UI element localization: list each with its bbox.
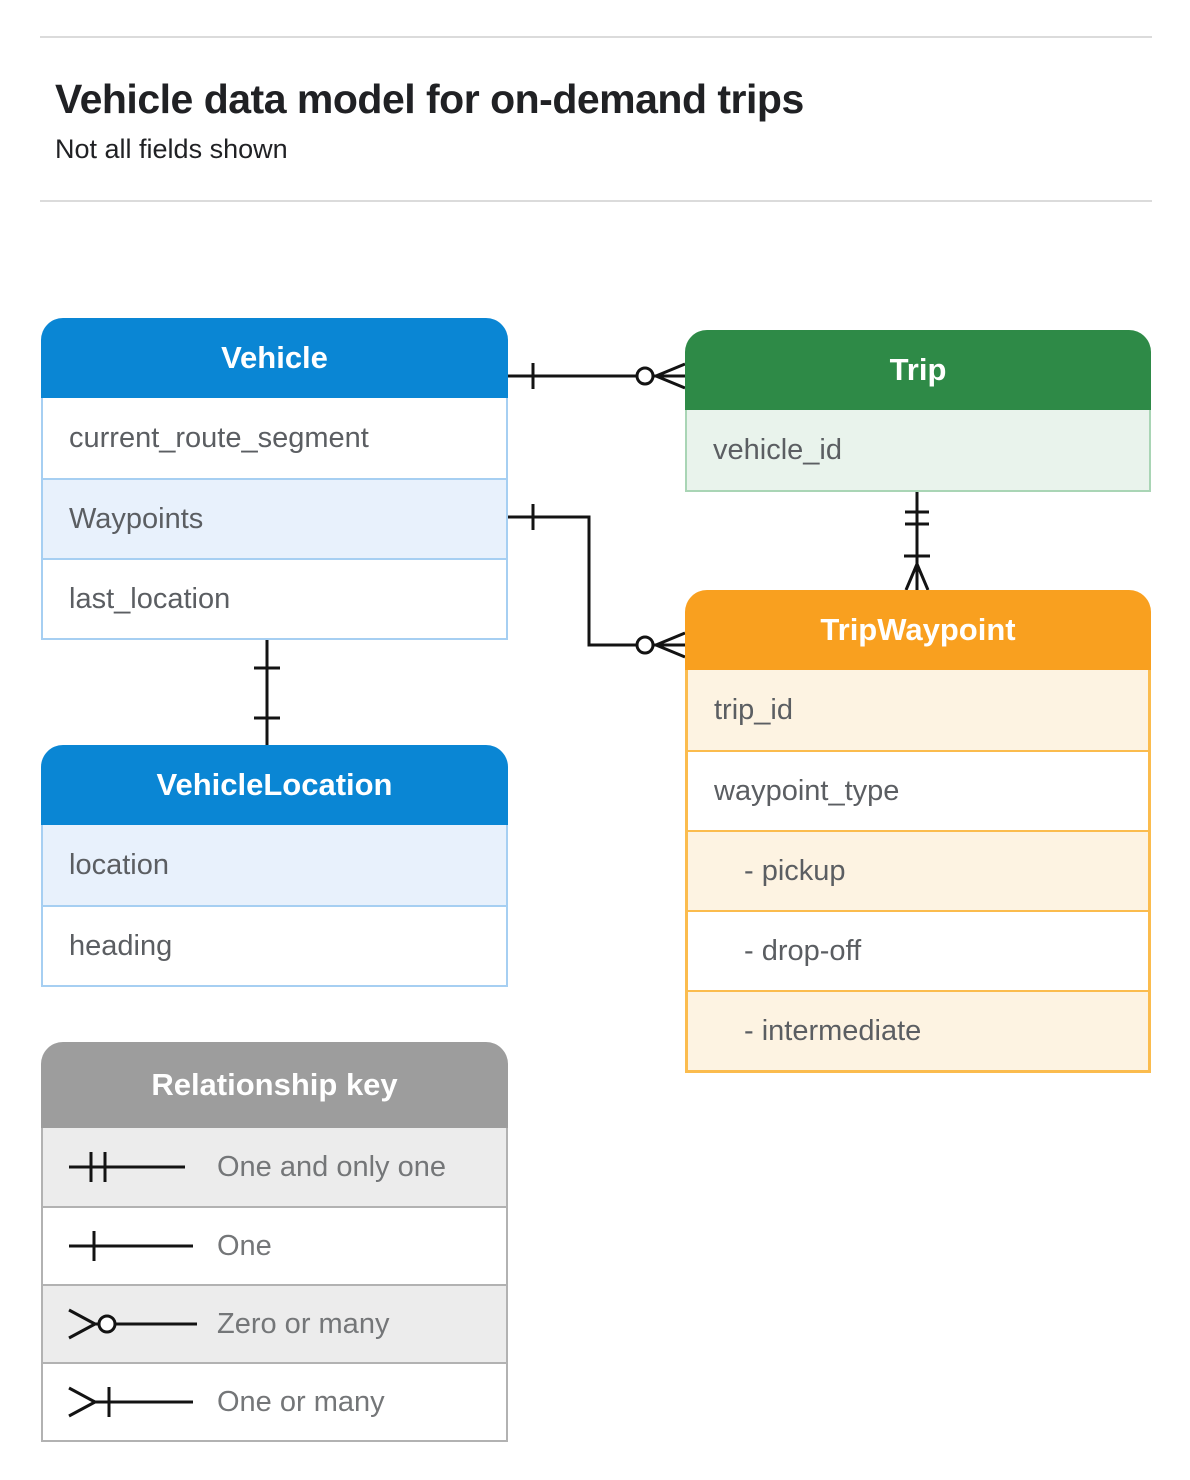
entity-title: TripWaypoint bbox=[820, 612, 1016, 647]
relationship-key-header: Relationship key bbox=[41, 1042, 508, 1128]
key-label: One and only one bbox=[217, 1150, 446, 1183]
top-divider bbox=[40, 36, 1152, 38]
field-row-waypoint-type: waypoint_type bbox=[688, 750, 1148, 830]
field-label: waypoint_type bbox=[714, 774, 900, 807]
field-label: Waypoints bbox=[69, 502, 204, 535]
field-label: vehicle_id bbox=[713, 433, 842, 466]
key-label: One bbox=[217, 1229, 272, 1262]
double-tick bbox=[905, 510, 929, 526]
field-label: current_route_segment bbox=[69, 421, 369, 454]
page-subtitle: Not all fields shown bbox=[55, 134, 288, 164]
page-title: Vehicle data model for on-demand trips bbox=[55, 76, 804, 122]
entity-tripwaypoint-body: trip_id waypoint_type - pickup - drop-of… bbox=[685, 670, 1151, 1073]
field-row-drop-off: - drop-off bbox=[688, 910, 1148, 990]
relationship-key: Relationship key One and only one One bbox=[41, 1042, 508, 1442]
entity-tripwaypoint: TripWaypoint trip_id waypoint_type - pic… bbox=[685, 590, 1151, 1073]
field-label: last_location bbox=[69, 582, 231, 615]
field-row-intermediate: - intermediate bbox=[688, 990, 1148, 1070]
connector-vehicle-trip bbox=[508, 362, 686, 390]
connector-trip-tripwaypoint bbox=[904, 490, 930, 591]
entity-trip: Trip vehicle_id bbox=[685, 330, 1151, 492]
field-label: trip_id bbox=[714, 693, 793, 726]
key-row-one: One bbox=[43, 1206, 506, 1284]
entity-title: VehicleLocation bbox=[156, 767, 393, 802]
entity-vehiclelocation: VehicleLocation location heading bbox=[41, 745, 508, 987]
connector-vehicle-vehiclelocation bbox=[254, 638, 280, 745]
entity-vehiclelocation-body: location heading bbox=[41, 825, 508, 987]
key-row-one-and-only-one: One and only one bbox=[43, 1128, 506, 1206]
key-row-zero-or-many: Zero or many bbox=[43, 1284, 506, 1362]
key-label: Zero or many bbox=[217, 1307, 390, 1340]
field-row-trip-id: trip_id bbox=[688, 670, 1148, 750]
field-row-vehicle-id: vehicle_id bbox=[687, 410, 1149, 490]
crow-foot-icon bbox=[655, 631, 686, 659]
field-label: - drop-off bbox=[744, 934, 862, 967]
field-label: location bbox=[69, 848, 169, 881]
zero-circle-icon bbox=[635, 635, 655, 655]
one-or-many-icon bbox=[68, 1386, 193, 1418]
crow-foot-icon bbox=[904, 563, 930, 591]
field-row-current-route-segment: current_route_segment bbox=[43, 398, 506, 478]
header-divider bbox=[40, 200, 1152, 202]
field-label: - pickup bbox=[744, 854, 846, 887]
key-row-one-or-many: One or many bbox=[43, 1362, 506, 1440]
relationship-key-title: Relationship key bbox=[151, 1067, 398, 1102]
entity-vehicle: Vehicle current_route_segment Waypoints … bbox=[41, 318, 508, 640]
field-row-waypoints: Waypoints bbox=[43, 478, 506, 558]
key-label: One or many bbox=[217, 1385, 385, 1418]
entity-vehicle-body: current_route_segment Waypoints last_loc… bbox=[41, 398, 508, 640]
connector-vehicle-tripwaypoint bbox=[508, 504, 686, 659]
zero-or-many-icon bbox=[68, 1308, 197, 1340]
zero-circle-icon bbox=[635, 366, 655, 386]
crow-foot-icon bbox=[655, 362, 686, 390]
field-row-pickup: - pickup bbox=[688, 830, 1148, 910]
entity-vehiclelocation-header: VehicleLocation bbox=[41, 745, 508, 825]
one-ticks bbox=[254, 666, 280, 720]
field-row-last-location: last_location bbox=[43, 558, 506, 638]
field-label: heading bbox=[69, 929, 173, 962]
entity-title: Vehicle bbox=[221, 340, 328, 375]
entity-vehicle-header: Vehicle bbox=[41, 318, 508, 398]
one-icon bbox=[69, 1231, 193, 1261]
entity-tripwaypoint-header: TripWaypoint bbox=[685, 590, 1151, 670]
entity-trip-header: Trip bbox=[685, 330, 1151, 410]
field-label: - intermediate bbox=[744, 1014, 922, 1047]
entity-title: Trip bbox=[889, 352, 947, 387]
relationship-key-body: One and only one One Zero or many bbox=[41, 1128, 508, 1442]
one-and-only-one-icon bbox=[69, 1152, 185, 1182]
field-row-heading: heading bbox=[43, 905, 506, 985]
entity-trip-body: vehicle_id bbox=[685, 410, 1151, 492]
field-row-location: location bbox=[43, 825, 506, 905]
